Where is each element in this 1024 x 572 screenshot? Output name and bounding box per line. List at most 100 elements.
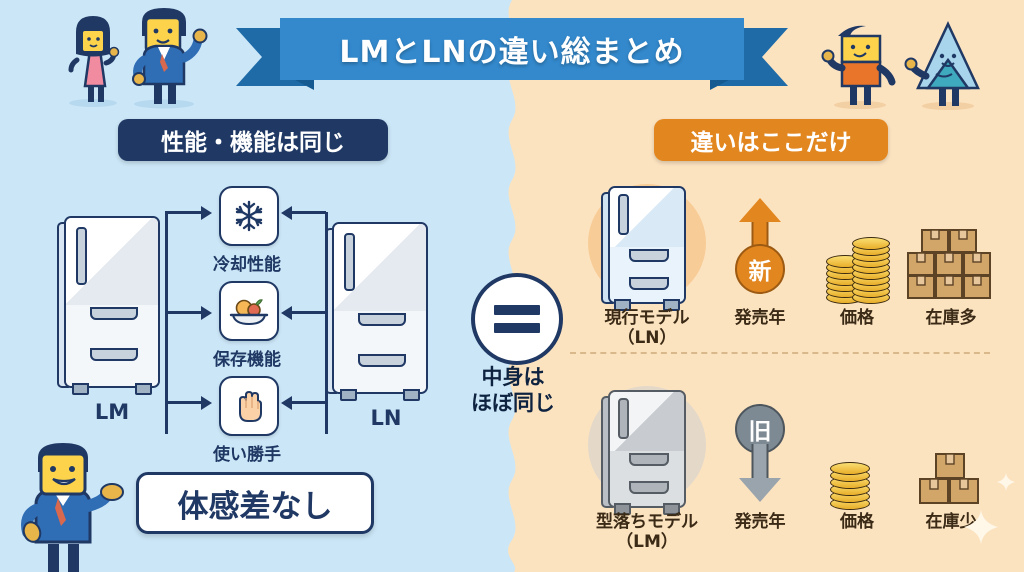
label-price-older: 価格	[840, 512, 874, 532]
fridge-ln-foot-right	[403, 389, 420, 401]
arrow-left-to-card-3	[165, 401, 203, 404]
arrow-old-head	[739, 478, 781, 502]
fridge-lm-body	[64, 216, 160, 388]
arrow-new-up: 新	[724, 198, 796, 294]
fridge-ln-top-door	[334, 224, 426, 314]
hand-icon	[239, 391, 262, 422]
fridge-current-bottom	[610, 274, 684, 302]
coin-stack-older	[830, 456, 870, 510]
sparkle-small-icon	[997, 473, 1015, 491]
fridge-lm-foot-right	[135, 383, 152, 395]
left-section-header: 性能・機能は同じ	[118, 119, 388, 161]
label-release-year-older: 発売年	[734, 512, 786, 532]
fruit-bowl-icon	[229, 299, 269, 326]
fridge-lm-bottom-drawer	[66, 345, 158, 386]
fridge-current-body	[608, 186, 686, 304]
fridge-lm	[57, 216, 160, 395]
fridge-ln-label: LN	[370, 406, 402, 430]
label-current-model-line1: 現行モデル	[604, 308, 690, 328]
fridge-older-handle	[618, 397, 630, 439]
fridge-older-top-door	[610, 392, 684, 454]
right-section-header: 違いはここだけ	[654, 119, 888, 161]
fridge-older-mid-handle	[629, 453, 669, 467]
fridge-current-bottom-handle	[629, 276, 669, 290]
fridge-current-foot-right	[663, 299, 680, 311]
fridge-older-foot-right	[663, 503, 680, 515]
connector-bus-right	[325, 212, 328, 434]
avatar-square-character	[821, 25, 896, 109]
fridge-ln	[325, 222, 428, 401]
label-current-model-line2: （LN）	[617, 328, 677, 349]
sparkle-icon	[964, 510, 998, 544]
coin-stack-current-b	[852, 232, 890, 304]
arrow-head-6	[281, 396, 292, 410]
fridge-lm-mid-drawer	[66, 305, 158, 348]
fridge-older-foot-left	[614, 503, 631, 515]
feature-card-cooling	[219, 186, 279, 246]
label-release-year-current: 発売年	[734, 308, 786, 328]
fridge-ln-bottom-handle	[357, 353, 407, 367]
equals-caption-line1: 中身は	[481, 365, 545, 389]
equals-bar-bottom	[494, 323, 540, 333]
fridge-older-mid	[610, 451, 684, 481]
feature-label-cooling: 冷却性能	[213, 255, 281, 275]
arrow-right-to-card-2	[292, 311, 326, 314]
fridge-ln-handle	[344, 232, 356, 291]
feature-card-storage	[219, 281, 279, 341]
arrow-left-to-card-2	[165, 311, 203, 314]
fridge-ln-body	[332, 222, 428, 394]
badge-old-label: 旧	[748, 419, 772, 445]
title-banner: LMとLNの違い総まとめ	[280, 18, 744, 80]
title-ribbon: LMとLNの違い総まとめ	[236, 14, 788, 90]
fridge-current-ln	[601, 186, 686, 311]
arrow-head-4	[281, 206, 292, 220]
fridge-current-handle	[618, 193, 630, 235]
feature-label-storage: 保存機能	[213, 350, 281, 370]
fridge-older-bottom-handle	[629, 480, 669, 494]
arrow-left-to-card-1	[165, 211, 203, 214]
equals-badge	[471, 273, 563, 365]
avatar-triangle-character	[904, 21, 980, 110]
badge-new: 新	[735, 244, 785, 294]
feature-card-usability	[219, 376, 279, 436]
fridge-lm-top-door	[66, 218, 158, 308]
fridge-current-top-door	[610, 188, 684, 250]
badge-new-label: 新	[748, 259, 772, 285]
right-section-header-label: 違いはここだけ	[690, 130, 852, 156]
fridge-current-mid	[610, 247, 684, 277]
equals-caption: 中身は ほぼ同じ	[443, 364, 583, 417]
left-section-header-label: 性能・機能は同じ	[161, 130, 345, 156]
fridge-ln-bottom-drawer	[334, 351, 426, 392]
arrow-head-1	[201, 206, 212, 220]
avatar-male-character-presenting	[21, 443, 124, 572]
connector-bus-left	[165, 212, 168, 434]
fridge-older-body	[608, 390, 686, 508]
equals-caption-line2: ほぼ同じ	[471, 391, 555, 416]
feature-label-usability: 使い勝手	[213, 445, 281, 465]
label-older-model: 型落ちモデル （LM）	[572, 512, 722, 553]
arrow-right-to-card-1	[292, 211, 326, 214]
label-current-model: 現行モデル （LN）	[572, 308, 722, 349]
page-title: LMとLNの違い総まとめ	[339, 35, 685, 70]
fridge-lm-foot-left	[72, 383, 89, 395]
fridge-older-lm	[601, 390, 686, 515]
fridge-older-bottom	[610, 478, 684, 506]
arrow-head-5	[281, 306, 292, 320]
equals-bar-top	[494, 305, 540, 315]
arrow-old-shaft	[751, 444, 769, 480]
row-divider	[570, 352, 990, 354]
callout-label: 体感差なし	[177, 488, 333, 525]
label-stock-current: 在庫多	[925, 308, 977, 328]
fridge-lm-bottom-handle	[89, 347, 139, 361]
arrow-head-3	[201, 396, 212, 410]
avatar-male-character-waving	[132, 8, 208, 109]
fridge-current-mid-handle	[629, 249, 669, 263]
fridge-ln-mid-handle	[357, 313, 407, 327]
avatar-female-character	[68, 16, 120, 107]
fridge-ln-mid-drawer	[334, 311, 426, 354]
boxes-stock-high	[907, 229, 991, 299]
snowflake-icon	[235, 200, 263, 232]
fridge-lm-handle	[76, 226, 88, 285]
label-older-model-line2: （LM）	[616, 532, 678, 553]
